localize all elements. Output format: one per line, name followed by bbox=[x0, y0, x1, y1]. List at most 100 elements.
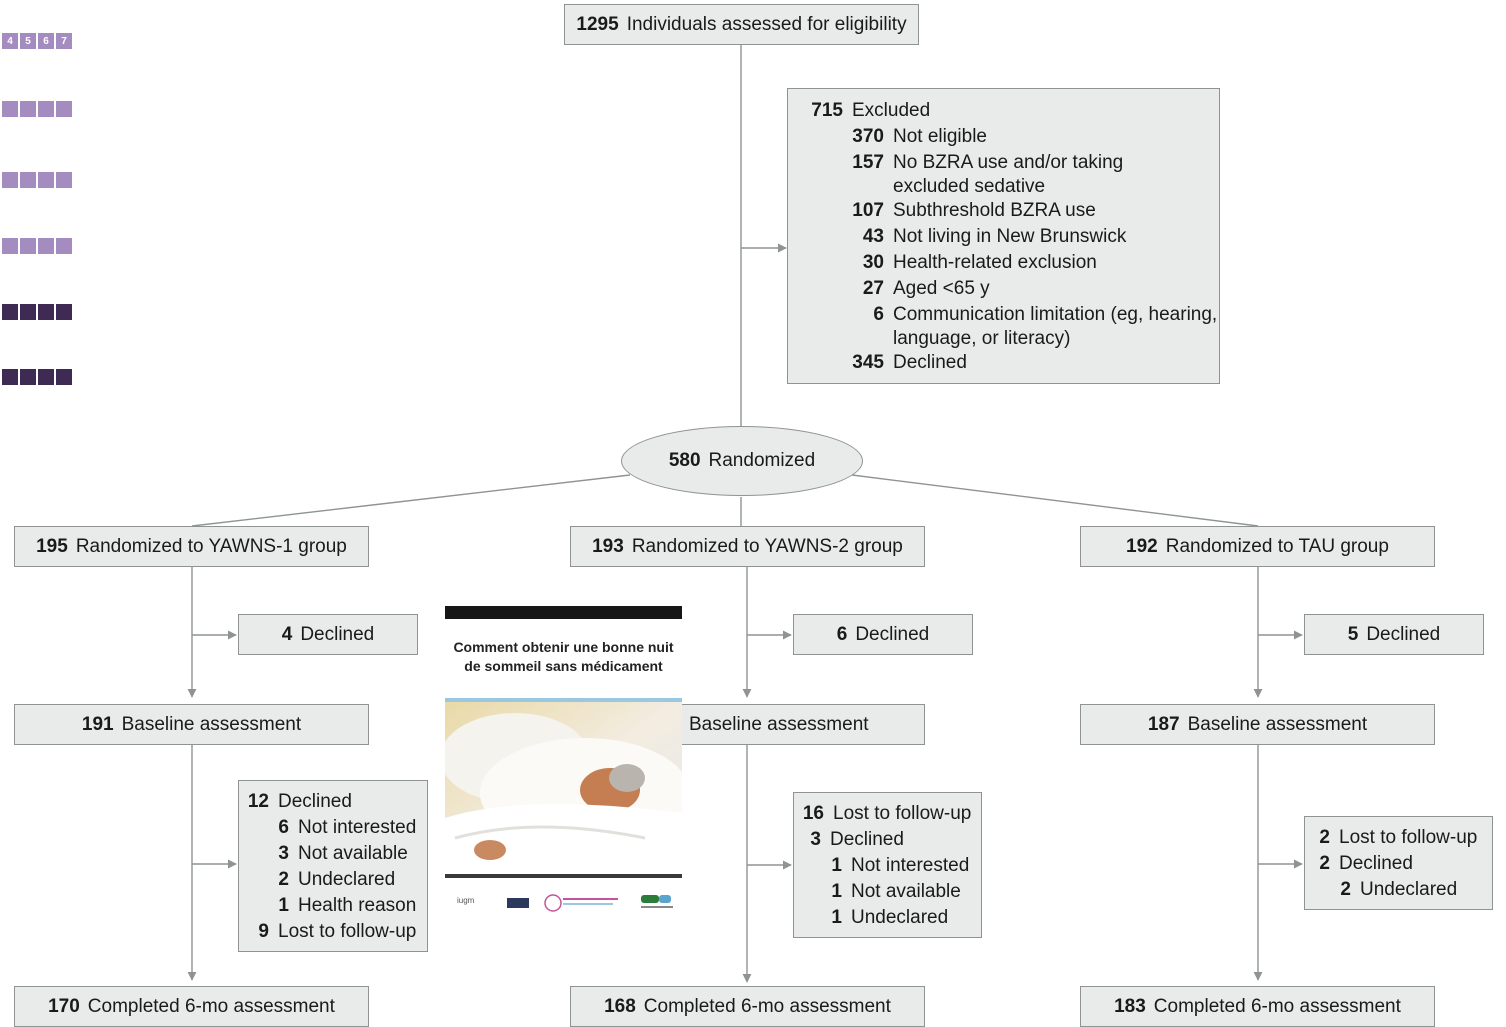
count: 183 bbox=[1114, 995, 1146, 1017]
count: 6 bbox=[836, 623, 848, 645]
count: 107 bbox=[852, 200, 884, 221]
count: 16 bbox=[802, 803, 824, 824]
label: language, or literacy) bbox=[893, 328, 1071, 349]
count: 157 bbox=[852, 152, 884, 173]
label: Health reason bbox=[298, 895, 417, 916]
legend-square: 4 bbox=[2, 33, 18, 49]
excluded-line: 6 Communication limitation (eg, hearing, bbox=[788, 302, 1219, 328]
count: 187 bbox=[1147, 713, 1180, 735]
legend-square bbox=[56, 304, 72, 320]
label: Baseline assessment bbox=[689, 714, 869, 735]
legend-row-4 bbox=[2, 238, 72, 254]
label: Aged <65 y bbox=[893, 278, 990, 299]
label: Baseline assessment bbox=[1187, 713, 1368, 735]
label: Excluded bbox=[852, 100, 931, 121]
legend-square bbox=[20, 101, 36, 117]
count: 6 bbox=[278, 817, 289, 838]
label: Lost to follow-up bbox=[833, 803, 972, 824]
label: Undeclared bbox=[851, 907, 949, 928]
count: 1 bbox=[831, 855, 842, 876]
label: Health-related exclusion bbox=[893, 252, 1097, 273]
count: 12 bbox=[247, 791, 269, 812]
excluded-line: 715 Excluded bbox=[788, 98, 1219, 124]
label: excluded sedative bbox=[893, 176, 1046, 197]
partner-logos: iugm bbox=[457, 894, 673, 912]
label: Declined bbox=[1339, 853, 1413, 874]
followup-line: 3 Declined bbox=[794, 827, 981, 853]
label: Not interested bbox=[851, 855, 970, 876]
count: 6 bbox=[873, 304, 884, 325]
label: Declined bbox=[1366, 623, 1441, 645]
label: Communication limitation (eg, hearing, bbox=[893, 304, 1218, 325]
count: 4 bbox=[281, 623, 293, 645]
legend-square bbox=[56, 172, 72, 188]
baseline-line: Baseline assessment bbox=[689, 712, 869, 738]
legend-row-2 bbox=[2, 101, 72, 117]
label: Undeclared bbox=[298, 869, 396, 890]
legend-square bbox=[20, 238, 36, 254]
label: Randomized to YAWNS-2 group bbox=[631, 535, 903, 557]
tau-baseline-box: 187 Baseline assessment bbox=[1080, 704, 1435, 745]
count: 2 bbox=[1319, 853, 1330, 874]
count bbox=[788, 328, 893, 350]
label: Declined bbox=[278, 791, 352, 812]
legend-row-5 bbox=[2, 304, 72, 320]
booklet-cover: Comment obtenir une bonne nuit de sommei… bbox=[445, 606, 682, 922]
label: Lost to follow-up bbox=[1339, 827, 1478, 848]
label: Not available bbox=[298, 843, 408, 864]
count: 195 bbox=[36, 535, 68, 557]
legend-square bbox=[2, 369, 18, 385]
count: 43 bbox=[862, 226, 884, 247]
label: No BZRA use and/or taking bbox=[893, 152, 1124, 173]
followup-line: 2 Declined bbox=[1305, 851, 1492, 877]
count: 1 bbox=[831, 881, 842, 902]
count: 2 bbox=[1340, 879, 1351, 900]
count: 191 bbox=[81, 713, 114, 735]
label: Not available bbox=[851, 881, 961, 902]
count: 3 bbox=[810, 829, 821, 850]
count: 192 bbox=[1126, 535, 1158, 557]
randomized-node: 580 Randomized bbox=[621, 426, 863, 496]
assessed-count: 1295 bbox=[576, 13, 619, 35]
legend-square bbox=[56, 369, 72, 385]
legend-row-1: 4 5 6 7 bbox=[2, 33, 72, 49]
yawns2-followup-box: 16 Lost to follow-up 3 Declined 1 Not inter… bbox=[793, 792, 982, 938]
legend-square bbox=[2, 172, 18, 188]
label: Completed 6-mo assessment bbox=[1153, 995, 1401, 1017]
label: Randomized to TAU group bbox=[1165, 535, 1389, 557]
tau-completed-box: 183 Completed 6-mo assessment bbox=[1080, 986, 1435, 1027]
followup-line: 1 Not interested bbox=[794, 853, 981, 879]
count: 1 bbox=[831, 907, 842, 928]
excluded-line: 157 No BZRA use and/or taking bbox=[788, 150, 1219, 176]
followup-line: 1 Undeclared bbox=[794, 905, 981, 931]
booklet-title-line2: de sommeil sans médicament bbox=[464, 658, 663, 674]
count: 168 bbox=[604, 995, 636, 1017]
legend-square bbox=[38, 101, 54, 117]
booklet-title: Comment obtenir une bonne nuit de sommei… bbox=[445, 638, 682, 676]
label: Declined bbox=[893, 352, 967, 373]
count: 715 bbox=[811, 100, 843, 121]
count: 27 bbox=[862, 278, 884, 299]
excluded-line: 30 Health-related exclusion bbox=[788, 250, 1219, 276]
tau-group-box: 192 Randomized to TAU group bbox=[1080, 526, 1435, 567]
assessed-label: Individuals assessed for eligibility bbox=[626, 13, 907, 35]
label: Undeclared bbox=[1360, 879, 1458, 900]
legend-square bbox=[2, 101, 18, 117]
followup-line: 2 Undeclared bbox=[1305, 877, 1492, 903]
legend-square bbox=[2, 304, 18, 320]
legend-row-6 bbox=[2, 369, 72, 385]
count: 30 bbox=[862, 252, 884, 273]
label: Declined bbox=[830, 829, 904, 850]
legend-square bbox=[38, 172, 54, 188]
count: 2 bbox=[278, 869, 289, 890]
randomized-count: 580 bbox=[668, 450, 701, 471]
count: 1 bbox=[278, 895, 289, 916]
legend-square: 6 bbox=[38, 33, 54, 49]
legend-square bbox=[56, 238, 72, 254]
